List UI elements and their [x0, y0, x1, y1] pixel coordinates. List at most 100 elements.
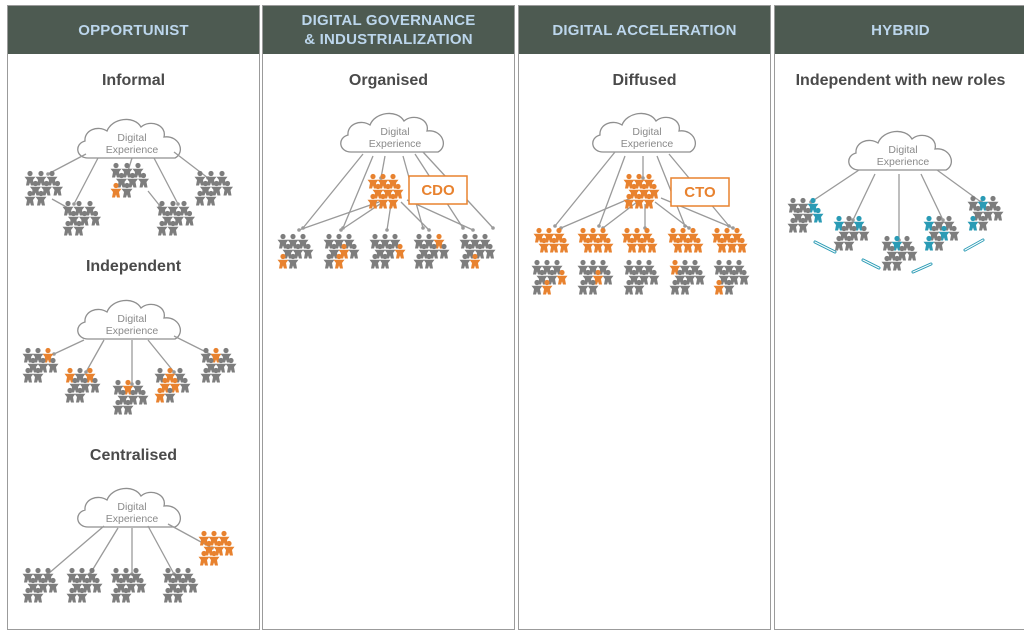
person-icon: [116, 172, 127, 188]
person-icon: [948, 225, 960, 241]
panel-header: DIGITAL ACCELERATION: [519, 6, 770, 54]
person-icon: [41, 180, 52, 196]
connector-line: [598, 155, 626, 227]
connector-line: [89, 527, 119, 575]
cloud-label-line-1: Digital: [888, 144, 917, 156]
person-icon: [682, 237, 694, 253]
person-icon: [110, 182, 122, 198]
person-icon: [672, 237, 684, 253]
person-icon: [35, 170, 47, 186]
people-group-icon: [369, 233, 406, 269]
person-icon: [110, 162, 122, 178]
person-icon: [592, 237, 604, 253]
person-icon: [377, 193, 389, 209]
person-icon: [32, 367, 44, 383]
person-icon: [623, 279, 635, 295]
connector-dot: [385, 228, 389, 232]
panel-header: HYBRID: [775, 6, 1024, 54]
person-icon: [484, 243, 496, 259]
person-icon: [669, 279, 681, 295]
people-group-icon: [200, 347, 237, 383]
person-icon: [167, 200, 179, 216]
person-icon: [369, 253, 381, 269]
model-title-independent-new-roles: Independent with new roles: [795, 72, 1006, 89]
person-icon: [172, 587, 184, 603]
people-group-icon: [367, 173, 404, 209]
people-group-icon: [64, 367, 101, 403]
connector-dot: [553, 224, 557, 228]
person-icon: [68, 210, 79, 226]
person-icon: [198, 550, 210, 566]
people-group-icon: [24, 170, 63, 206]
cloud-label-line-1: Digital: [117, 132, 146, 144]
connector-line: [302, 153, 364, 229]
connector-dot: [641, 176, 645, 180]
connector-dot: [597, 224, 601, 228]
person-icon: [636, 237, 648, 253]
people-group-icon: [713, 259, 750, 295]
people-group-icon: [967, 195, 1004, 231]
connector-line: [73, 157, 99, 205]
role-box: CTO: [670, 177, 730, 207]
person-icon: [787, 217, 799, 233]
person-icon: [287, 253, 299, 269]
cloud-label-line-1: Digital: [117, 313, 146, 325]
person-icon: [84, 200, 96, 216]
person-icon: [623, 193, 635, 209]
person-icon: [906, 245, 918, 261]
connector-line: [342, 155, 374, 229]
person-icon: [394, 243, 406, 259]
connector-line: [47, 153, 87, 175]
person-icon: [387, 193, 399, 209]
person-icon: [121, 162, 133, 178]
connector-dot: [427, 228, 431, 232]
people-group-icon: [66, 567, 103, 603]
people-group-icon: [667, 227, 704, 253]
person-icon: [194, 170, 206, 186]
person-icon: [127, 172, 138, 188]
connector-line: [53, 339, 85, 355]
person-icon: [79, 210, 90, 226]
person-icon: [348, 243, 360, 259]
person-icon: [121, 182, 133, 198]
person-icon: [211, 180, 222, 196]
person-icon: [843, 235, 855, 251]
cloud-label-line-2: Experience: [106, 144, 159, 156]
person-icon: [797, 217, 809, 233]
person-icon: [64, 387, 76, 403]
connector-line: [147, 525, 175, 575]
person-icon: [194, 190, 206, 206]
cloud-label-line-1: Digital: [117, 501, 146, 513]
panel-header: OPPORTUNIST: [8, 6, 259, 54]
person-icon: [135, 577, 147, 593]
person-icon: [120, 587, 132, 603]
person-icon: [538, 237, 550, 253]
person-icon: [184, 210, 195, 226]
person-icon: [178, 200, 190, 216]
people-group-icon: [112, 379, 149, 415]
person-icon: [205, 190, 217, 206]
person-icon: [173, 210, 184, 226]
person-icon: [646, 237, 658, 253]
person-icon: [225, 357, 237, 373]
connector-dot: [471, 228, 475, 232]
connector-dot: [339, 228, 343, 232]
people-group-icon: [833, 215, 870, 251]
person-icon: [74, 387, 86, 403]
person-icon: [208, 550, 220, 566]
person-icon: [122, 399, 134, 415]
person-icon: [62, 220, 74, 236]
person-icon: [626, 237, 638, 253]
people-group-icon: [198, 530, 235, 566]
connector-dot: [46, 172, 50, 176]
person-icon: [156, 200, 168, 216]
people-group-icon: [533, 227, 570, 253]
model-title-independent: Independent: [85, 258, 182, 275]
connector-dot: [941, 218, 945, 222]
opportunist-diagrams: DigitalExperienceDigitalExperienceDigita…: [22, 118, 237, 603]
